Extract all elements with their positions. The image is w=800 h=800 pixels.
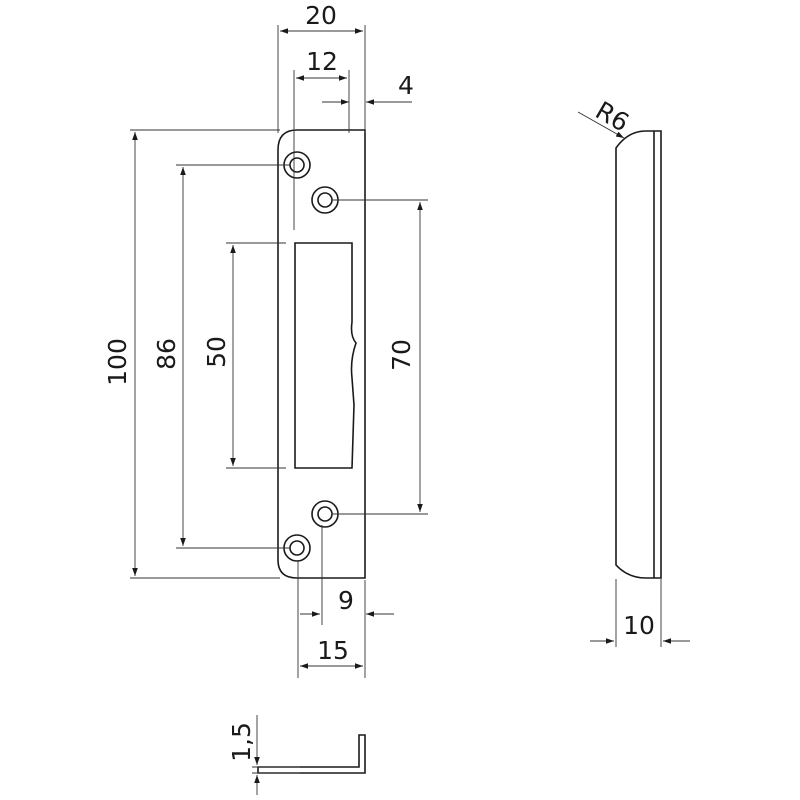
dimension-lines — [132, 28, 423, 669]
dim-lower-offset: 9 — [338, 586, 354, 615]
dim-hole-spacing-inner: 70 — [387, 339, 416, 371]
plate-outline — [277, 129, 366, 579]
side-view: R6 10 — [577, 96, 690, 647]
section-view: 1,5 — [227, 715, 366, 795]
side-profile — [615, 130, 662, 579]
latch-slot — [294, 242, 357, 469]
extension-lines — [130, 25, 428, 678]
dim-thickness: 10 — [623, 611, 655, 640]
front-view: 20 12 4 100 86 50 70 9 15 — [103, 1, 428, 678]
dim-sheet-thickness: 1,5 — [227, 722, 256, 762]
dim-hole-offset: 12 — [306, 47, 338, 76]
dim-hole-spacing-outer: 86 — [152, 338, 181, 370]
dim-width-total: 20 — [305, 1, 337, 30]
dim-edge-offset: 4 — [398, 71, 414, 100]
dim-height-total: 100 — [103, 338, 132, 386]
dim-radius: R6 — [591, 96, 634, 138]
dim-slot-height: 50 — [202, 336, 231, 368]
dim-lower-width: 15 — [317, 636, 349, 665]
